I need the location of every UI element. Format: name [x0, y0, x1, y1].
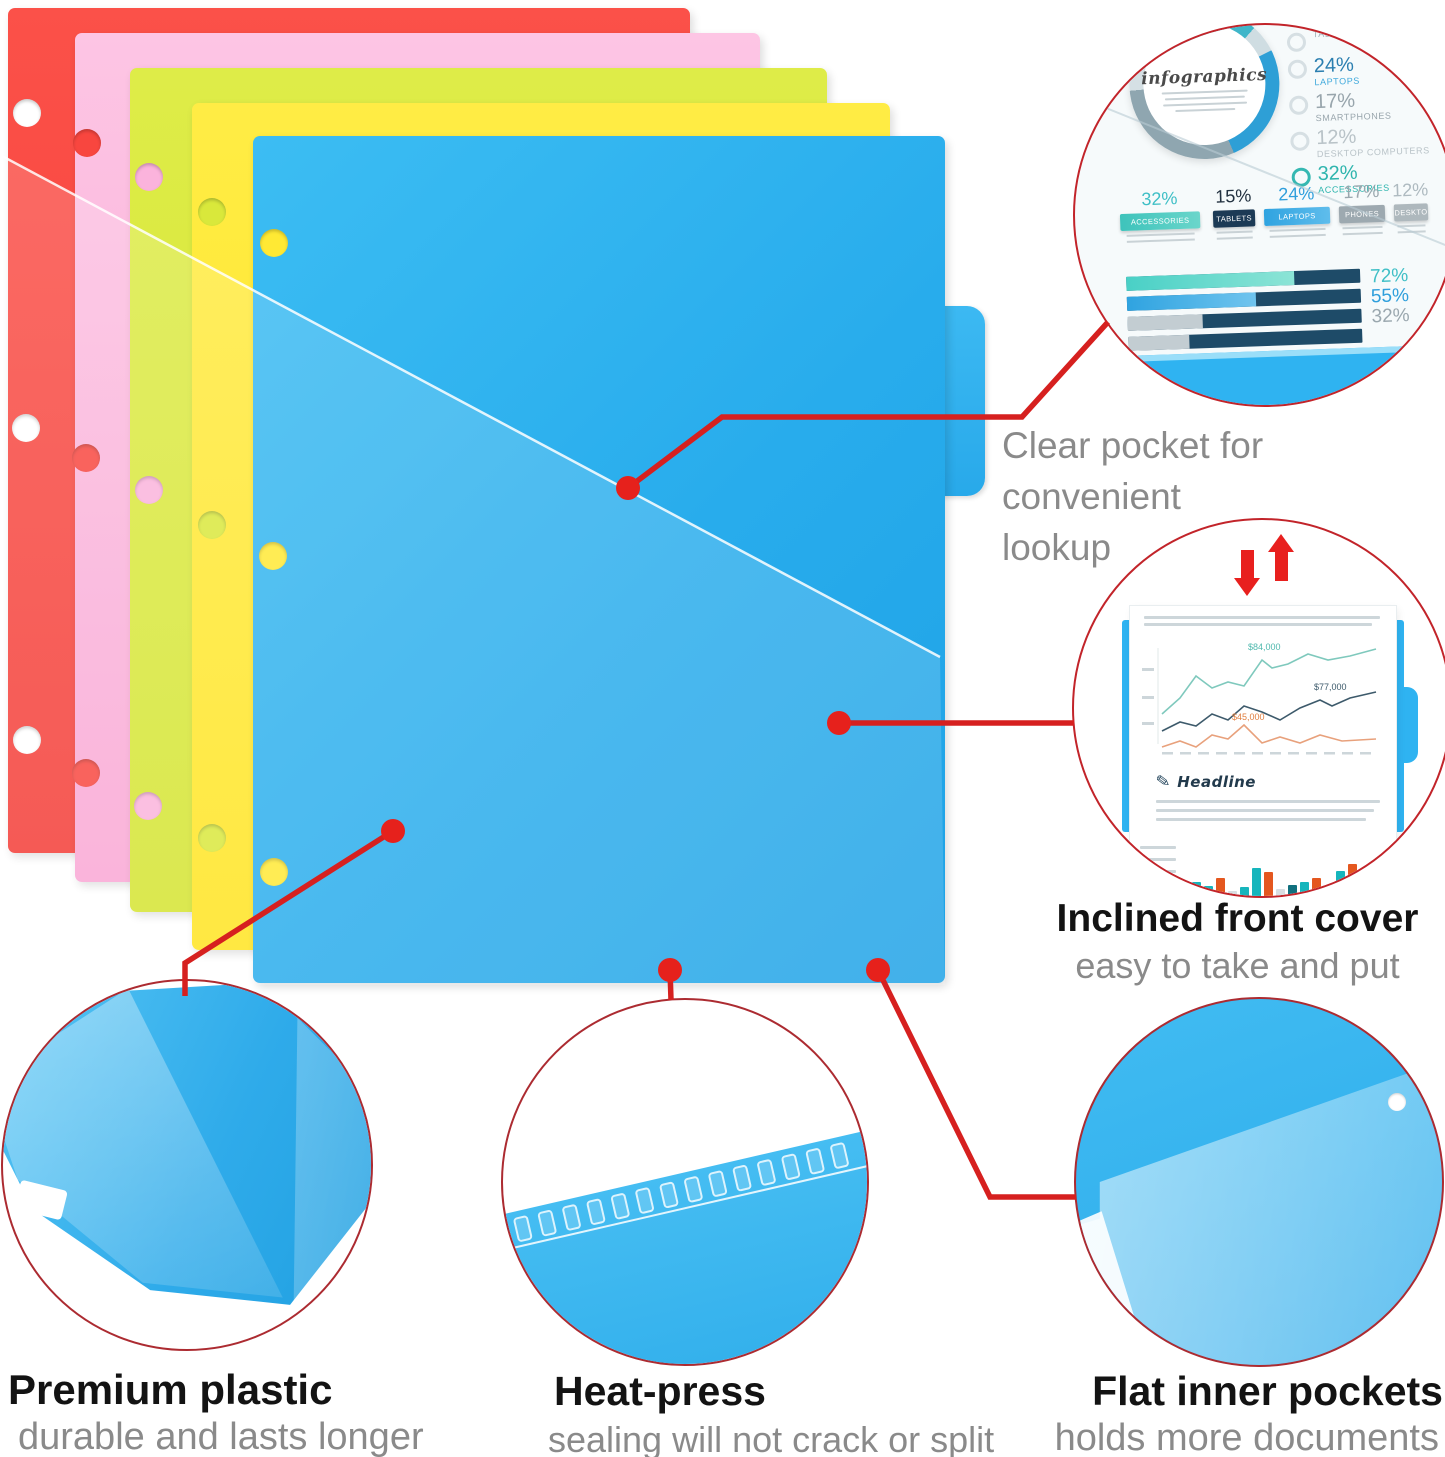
zoom-circle-flat-pockets [1074, 997, 1444, 1367]
binder-hole [1388, 1093, 1406, 1111]
stat-phones: 17% PHONES [1338, 181, 1386, 236]
callout-premium-plastic: Premium plastic durable and lasts longer [8, 1366, 424, 1457]
desktop-icon [1290, 131, 1310, 152]
smartphone-icon [1288, 95, 1309, 116]
binder-hole [13, 726, 41, 754]
folder-blue [253, 136, 945, 983]
binder-hole [135, 163, 163, 191]
callout-inclined-front-cover: Inclined front cover easy to take and pu… [1056, 897, 1419, 986]
callout-heat-press: Heat-press sealing will not crack or spl… [548, 1368, 995, 1457]
mini-bar-chart [1192, 864, 1357, 896]
binder-hole [13, 99, 41, 127]
stat-accessories: 32% ACCESSORIES [1119, 187, 1201, 243]
binder-hole [135, 476, 163, 504]
binder-hole [260, 858, 288, 886]
horizontal-bar-chart: 72% 55% 32% [1126, 265, 1410, 357]
bar-row [1128, 328, 1363, 351]
donut-chart: i infographics [1126, 25, 1282, 162]
legend-item: 17% SMARTPHONES [1288, 88, 1429, 124]
series-label-teal: $84,000 [1248, 642, 1281, 652]
stats-row: 32% ACCESSORIES 15% TABLETS 24% LAPTOPS … [1119, 179, 1429, 243]
infographic-title: infographics [1140, 64, 1268, 90]
series-label-navy: $77,000 [1314, 682, 1347, 692]
binder-hole [198, 824, 226, 852]
binder-hole [72, 759, 100, 787]
callout-clear-pocket: Clear pocket for convenient lookup [1002, 425, 1264, 568]
zoom-circle-inclined-cover: $84,000 $77,000 $45,000 ✎ Headline [1072, 518, 1445, 898]
series-label-orange: $45,000 [1232, 712, 1265, 722]
callout-flat-inner-pockets: Flat inner pockets holds more documents [1054, 1368, 1443, 1457]
stat-tablets: 15% TABLETS [1212, 185, 1256, 240]
device-legend: TABL 24% LAPTOPS 17% SMARTPHONES 12% DES… [1286, 25, 1432, 201]
zoom-circle-heat-press [501, 998, 869, 1366]
pencil-icon: ✎ [1154, 771, 1172, 792]
bar-row: 72% [1126, 265, 1409, 291]
bar-row: 55% [1126, 285, 1409, 311]
binder-hole [260, 229, 288, 257]
headline-row: ✎ Headline [1154, 771, 1256, 792]
legend-item: 12% DESKTOP COMPUTERS [1290, 124, 1430, 160]
stat-laptops: 24% LAPTOPS [1263, 183, 1331, 238]
laptop-icon [1287, 59, 1308, 80]
zoom-circle-clear-pocket: i infographics TABL 24% [1073, 23, 1445, 407]
binder-hole [198, 198, 226, 226]
leader-flat-pockets [875, 968, 1076, 1200]
legend-item: TABL [1286, 25, 1427, 53]
binder-hole [12, 414, 40, 442]
legend-item: 24% LAPTOPS [1287, 52, 1428, 88]
document-sheet: $84,000 $77,000 $45,000 ✎ Headline [1130, 606, 1396, 896]
folder-tab [1394, 687, 1418, 763]
binder-hole [259, 542, 287, 570]
binder-hole [73, 129, 101, 157]
doc-headline: Headline [1177, 773, 1256, 791]
line-chart: $84,000 $77,000 $45,000 [1142, 642, 1377, 755]
bar-row: 32% [1127, 305, 1410, 331]
zoom-circle-premium-plastic [1, 979, 373, 1351]
binder-hole [134, 792, 162, 820]
binder-hole [198, 511, 226, 539]
donut-icon [1286, 32, 1307, 53]
binder-hole [72, 444, 100, 472]
